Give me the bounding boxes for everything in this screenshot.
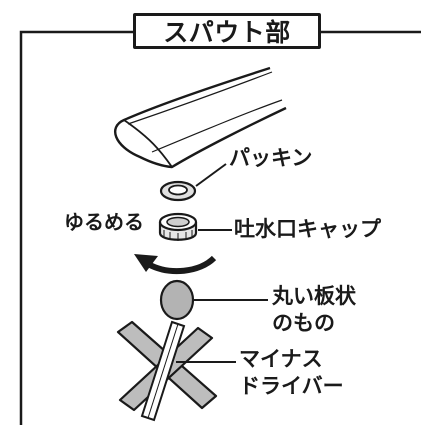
coin-icon [159,279,195,321]
round-plate-label-line2: のもの [272,311,335,335]
packing-leader-line [195,163,227,187]
title-box: スパウト部 [133,13,321,49]
packing-label: パッキン [229,146,313,170]
spout-icon [114,66,287,169]
counterclockwise-arrow-icon [134,254,217,275]
page-title: スパウト部 [163,18,291,47]
screwdriver-label-line1: マイナス [239,347,323,371]
round-plate-label-line1: 丸い板状 [272,284,356,308]
screwdriver-prohibited-icon [116,320,218,422]
loosen-label: ゆるめる [64,210,144,234]
aerator-cap-label: 吐水口キャップ [234,217,381,241]
frame-line [19,30,421,425]
screwdriver-label-line2: ドライバー [239,374,344,398]
packing-ring-icon [159,180,197,202]
aerator-cap-icon [158,212,198,241]
